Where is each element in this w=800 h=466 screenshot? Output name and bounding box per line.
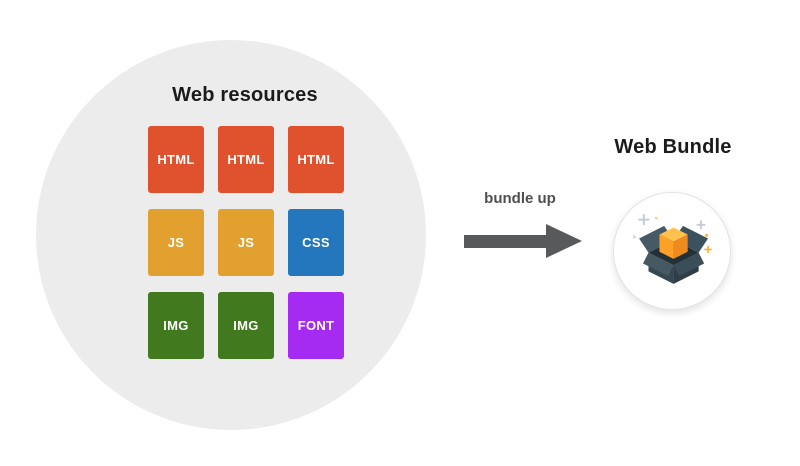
bundle-up-label: bundle up bbox=[484, 190, 556, 207]
resource-tile-html-1: HTML bbox=[148, 126, 204, 193]
resource-tile-label: IMG bbox=[163, 318, 189, 333]
arrow-head-icon bbox=[546, 224, 582, 258]
resource-tile-label: IMG bbox=[233, 318, 259, 333]
arrow-shaft bbox=[464, 235, 546, 248]
resource-tile-label: JS bbox=[237, 235, 255, 250]
resource-tile-font: FONT bbox=[288, 292, 344, 359]
resource-tile-html-3: HTML bbox=[288, 126, 344, 193]
web-bundle-box-icon bbox=[632, 213, 713, 284]
resource-tile-css: CSS bbox=[288, 209, 344, 276]
resource-tiles-grid: HTML HTML HTML JS JS CSS IMG IMG FONT bbox=[148, 126, 344, 359]
resource-tile-label: CSS bbox=[302, 235, 330, 250]
resource-tile-html-2: HTML bbox=[218, 126, 274, 193]
resource-tile-js-2: JS bbox=[218, 209, 274, 276]
resource-tile-img-2: IMG bbox=[218, 292, 274, 359]
resource-tile-label: JS bbox=[167, 235, 185, 250]
resource-tile-img-1: IMG bbox=[148, 292, 204, 359]
resource-tile-label: HTML bbox=[157, 152, 195, 167]
web-resources-title: Web resources bbox=[172, 84, 318, 106]
resource-tile-label: HTML bbox=[227, 152, 265, 167]
web-bundle-title: Web Bundle bbox=[614, 136, 732, 158]
resource-tile-label: FONT bbox=[297, 318, 335, 333]
resource-tile-label: HTML bbox=[297, 152, 335, 167]
resource-tile-js-1: JS bbox=[148, 209, 204, 276]
web-bundle-circle bbox=[613, 192, 731, 310]
